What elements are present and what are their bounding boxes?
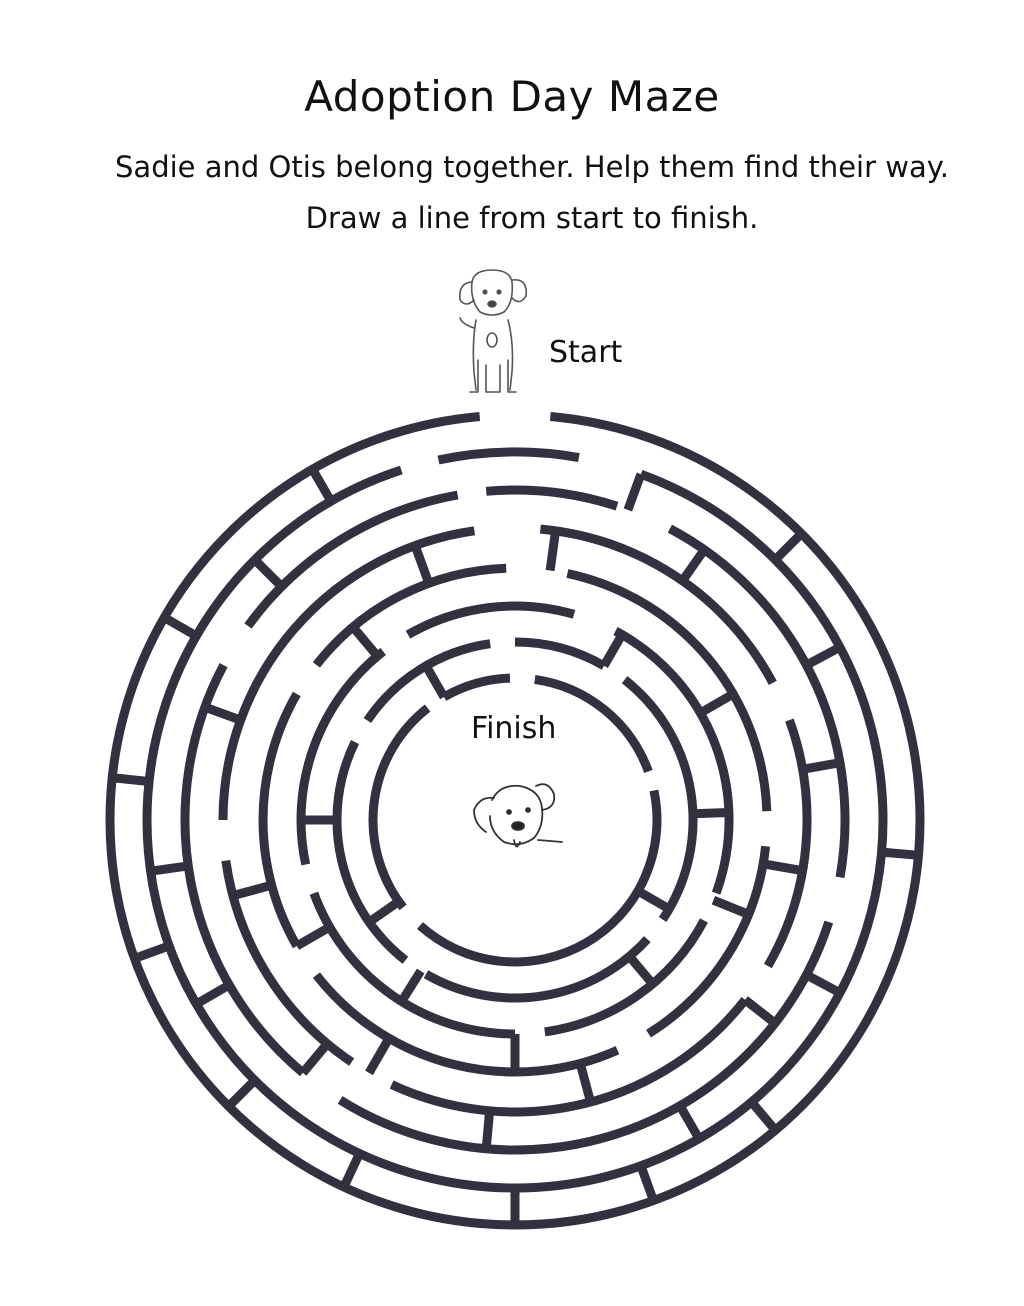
- maze-wall-arc: [296, 647, 386, 866]
- maze-wall-spoke: [349, 624, 381, 659]
- start-puppy-icon: [458, 269, 528, 393]
- maze-wall-arc: [332, 740, 409, 964]
- maze-wall-arc: [368, 704, 431, 911]
- maze-wall-arc: [613, 627, 734, 895]
- maze-wall-spoke: [772, 530, 805, 563]
- maze-wall-arc: [485, 485, 619, 511]
- maze-wall-arc: [540, 524, 777, 686]
- maze-wall-spoke: [881, 847, 919, 860]
- maze-wall-arc: [441, 673, 511, 701]
- maze-walls: [105, 412, 925, 1230]
- maze-wall-spoke: [365, 1035, 393, 1076]
- maze-wall-arc: [514, 637, 607, 670]
- maze-wall-arc: [646, 845, 771, 1038]
- maze-wall-spoke: [339, 1151, 364, 1190]
- maze-wall-spoke: [410, 544, 434, 585]
- maze-wall-spoke: [575, 1062, 595, 1104]
- maze-wall-arc: [437, 447, 580, 465]
- maze-wall-spoke: [692, 808, 730, 819]
- maze-wall-spoke: [804, 643, 843, 670]
- maze-wall-arc: [764, 718, 812, 969]
- maze-wall-spoke: [678, 547, 708, 584]
- maze-wall-spoke: [299, 1040, 331, 1076]
- maze-wall-arc: [416, 789, 662, 967]
- maze-wall-spoke: [635, 887, 672, 913]
- maze-wall-arc: [142, 465, 888, 1193]
- finish-label: Finish: [471, 711, 556, 746]
- maze-wall-spoke: [623, 472, 646, 512]
- maze-wall-arc: [534, 674, 653, 773]
- maze-wall-spoke: [698, 690, 736, 717]
- maze-wall-spoke: [194, 981, 232, 1008]
- maze-wall-spoke: [231, 880, 273, 900]
- maze-wall-spoke: [801, 758, 841, 774]
- maze-wall-arc: [180, 662, 306, 1077]
- maze-wall-spoke: [308, 467, 335, 504]
- start-label: Start: [549, 335, 623, 370]
- instructions-text: Sadie and Otis belong together. Help the…: [115, 150, 949, 235]
- maze-wall-spoke: [748, 1099, 779, 1134]
- maze-wall-spoke: [625, 953, 657, 987]
- maze-wall-spoke: [742, 996, 778, 1027]
- maze-wall-arc: [312, 972, 620, 1077]
- maze-wall-spoke: [600, 632, 626, 669]
- maze-wall-spoke: [149, 861, 189, 876]
- maze-wall-spoke: [481, 1110, 495, 1150]
- maze-wall-spoke: [225, 1077, 258, 1110]
- maze-wall-spoke: [804, 970, 843, 997]
- maze-wall-spoke: [366, 897, 402, 926]
- maze-wall-arc: [309, 891, 516, 1039]
- maze-wall-spoke: [422, 663, 448, 700]
- maze-wall-arc: [389, 997, 749, 1117]
- maze-wall-spoke: [636, 1164, 658, 1203]
- maze-wall-arc: [544, 918, 708, 1037]
- maze-wall-arc: [363, 639, 491, 724]
- maze-wall-arc: [423, 936, 651, 1003]
- finish-puppy-icon: [473, 783, 563, 848]
- maze-wall-spoke: [711, 896, 751, 919]
- maze-wall-arc: [566, 569, 772, 812]
- maze-wall-arc: [258, 691, 301, 949]
- maze-wall-spoke: [111, 773, 150, 786]
- maze-wall-arc: [244, 490, 459, 629]
- maze-wall-arc: [621, 676, 698, 923]
- maze-wall-arc: [312, 563, 507, 668]
- maze-wall-arc: [405, 601, 576, 639]
- maze-wall-spoke: [162, 613, 199, 640]
- maze-wall-spoke: [203, 702, 243, 725]
- maze-wall-spoke: [676, 1103, 703, 1141]
- maze-wall-arc: [667, 524, 850, 879]
- maze-wall-spoke: [251, 556, 285, 590]
- maze-wall-spoke: [762, 859, 804, 876]
- maze-wall-spoke: [294, 923, 332, 950]
- maze-wall-spoke: [397, 968, 425, 1004]
- maze-wall-spoke: [132, 941, 171, 963]
- page-title: Adoption Day Maze: [304, 72, 720, 121]
- maze-wall-arc: [337, 920, 834, 1155]
- maze-wall-spoke: [545, 530, 561, 572]
